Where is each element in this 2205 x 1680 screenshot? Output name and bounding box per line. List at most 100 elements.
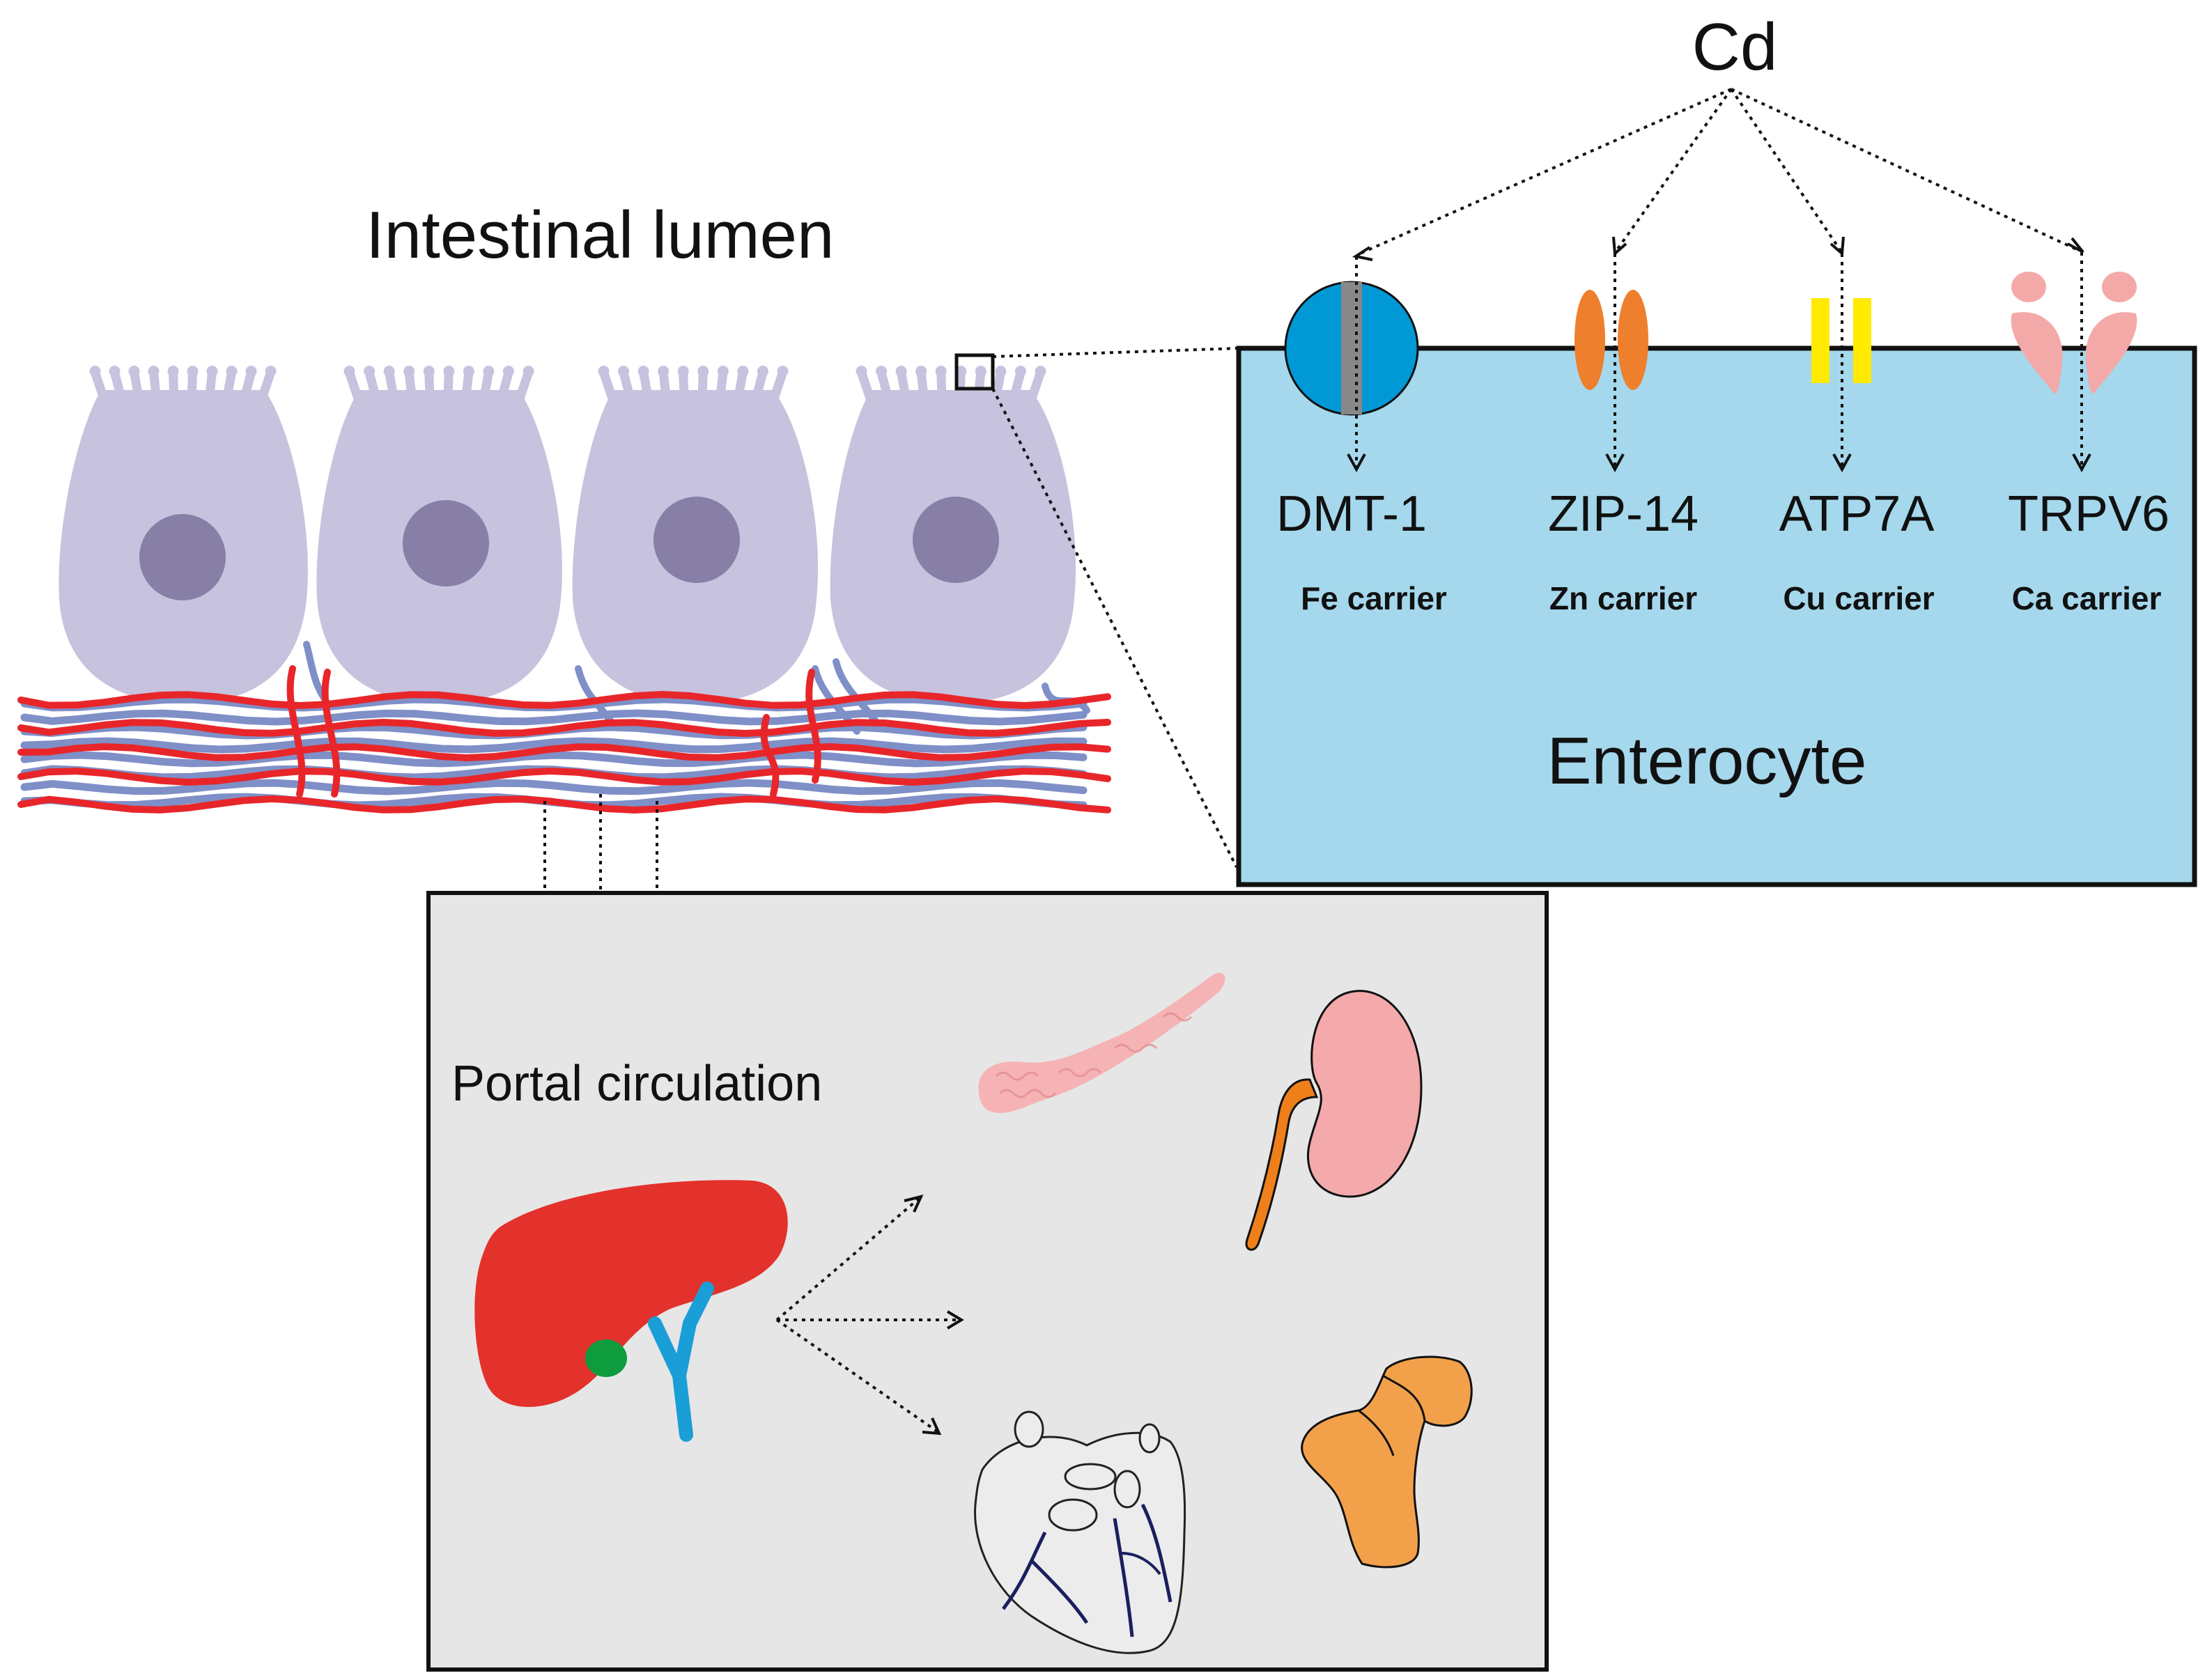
artery-strand [17, 795, 1111, 814]
vein-strand [20, 751, 1088, 768]
atp7a-transporter [1811, 298, 1871, 383]
nucleus [653, 497, 740, 583]
arrowhead [922, 1417, 942, 1436]
arrowhead [1829, 236, 1845, 257]
microvillus-tip [265, 366, 277, 377]
trpv6-transporter [2011, 272, 2137, 394]
microvillus-tip [876, 366, 888, 377]
carrier-name-trpv6: TRPV6 [2008, 486, 2169, 542]
arrowhead [904, 1195, 924, 1213]
capillary-network [17, 641, 1111, 814]
cd-uptake-arrows: Cd [1347, 10, 2091, 473]
epithelial-cell-3 [572, 390, 819, 703]
microvillus-tip [935, 366, 947, 377]
artery-strand [17, 690, 1111, 710]
microvillus-tip [523, 366, 534, 377]
epithelial-cell-1 [59, 390, 308, 703]
arrowhead [1832, 453, 1852, 473]
microvillus-tip [757, 366, 768, 377]
microvillus-tip [697, 366, 709, 377]
artery-strand [17, 718, 1111, 738]
heart-organ [974, 1410, 1186, 1654]
microvillus-tip [128, 366, 140, 377]
microvillus-tip [598, 366, 610, 377]
arrowhead [1605, 453, 1625, 473]
nucleus [139, 514, 226, 600]
artery-branch [760, 714, 780, 798]
vein-strand [20, 737, 1088, 754]
carrier-type-dmt1: Fe carrier [1301, 580, 1447, 616]
microvillus-tip [658, 366, 670, 377]
microvillus-tip [206, 366, 218, 377]
microvillus-tip [737, 366, 749, 377]
bile-duct [648, 1282, 714, 1442]
microvillus-tip [443, 366, 455, 377]
microvillus-tip [167, 366, 179, 377]
carrier-type-trpv6: Ca carrier [2012, 580, 2162, 616]
red-vessels [17, 665, 1111, 814]
gallbladder [585, 1339, 627, 1377]
arrowhead [2067, 237, 2084, 254]
carrier-name-dmt1: DMT-1 [1276, 486, 1427, 542]
microvillus-tip [995, 366, 1007, 377]
microvillus-tip [187, 366, 199, 377]
microvillus-tip [1014, 366, 1026, 377]
artery-branch [321, 669, 341, 798]
artery-strand [17, 742, 1111, 762]
zip14-transporter [1575, 290, 1648, 390]
zoom-connector-top [992, 347, 1239, 358]
microvillus-tip [463, 366, 474, 377]
vein-strand [20, 779, 1088, 795]
microvillus-tip [856, 366, 867, 377]
nucleus [913, 497, 999, 583]
microvillus-tip [483, 366, 495, 377]
artery-branch [286, 665, 306, 798]
enterocyte-box [1236, 345, 2197, 887]
microvillus-tip [423, 366, 435, 377]
portal-circulation-panel: Portal circulation [426, 891, 1549, 1672]
microvillus-tip [618, 366, 630, 377]
enterocyte-label: Enterocyte [1547, 724, 1867, 798]
microvillus-tip [777, 366, 789, 377]
arrowhead [2072, 453, 2091, 473]
carrier-type-atp7a: Cu carrier [1783, 580, 1934, 616]
microvillus-tip [637, 366, 649, 377]
artery-strand [17, 767, 1111, 786]
intestinal-lumen-label: Intestinal lumen [366, 198, 834, 272]
nucleus [403, 500, 489, 586]
arrowhead [946, 1310, 964, 1330]
microvillus-tip [975, 366, 987, 377]
portal-circulation-label: Portal circulation [451, 1056, 822, 1112]
dmt1-transporter [1284, 281, 1419, 416]
epithelial-cell-4 [830, 390, 1076, 703]
enterocyte-inset: Enterocyte DMT-1 Fe carrier ZIP-14 Zn ca… [991, 272, 2197, 887]
microvillus-tip [89, 366, 101, 377]
vein-strand [20, 709, 1088, 726]
microvillus-tip [1035, 366, 1046, 377]
microvillus-tip [403, 366, 415, 377]
microvillus-tip [343, 366, 355, 377]
microvillus-tip [915, 366, 927, 377]
kidney-organ [1245, 990, 1423, 1251]
microvillus-tip [502, 366, 514, 377]
artery-branch [805, 669, 821, 784]
pancreas-organ [978, 972, 1225, 1114]
bone-organ [1301, 1355, 1473, 1569]
microvillus-tip [383, 366, 395, 377]
microvillus-tip [895, 366, 907, 377]
carrier-name-atp7a: ATP7A [1779, 486, 1935, 542]
liver-organ [474, 1180, 788, 1442]
microvillus-tip [226, 366, 238, 377]
zoom-region-box [954, 353, 995, 391]
zoom-connector-bottom [991, 388, 1238, 868]
intestinal-epithelium [59, 353, 1076, 703]
arrowhead [1347, 453, 1366, 473]
microvillus-tip [364, 366, 376, 377]
cadmium-label: Cd [1692, 10, 1778, 84]
microvillus-tip [109, 366, 121, 377]
microvillus-tip [245, 366, 257, 377]
carrier-type-zip14: Zn carrier [1549, 580, 1697, 616]
microvillus-tip [677, 366, 689, 377]
microvillus-tip [717, 366, 729, 377]
